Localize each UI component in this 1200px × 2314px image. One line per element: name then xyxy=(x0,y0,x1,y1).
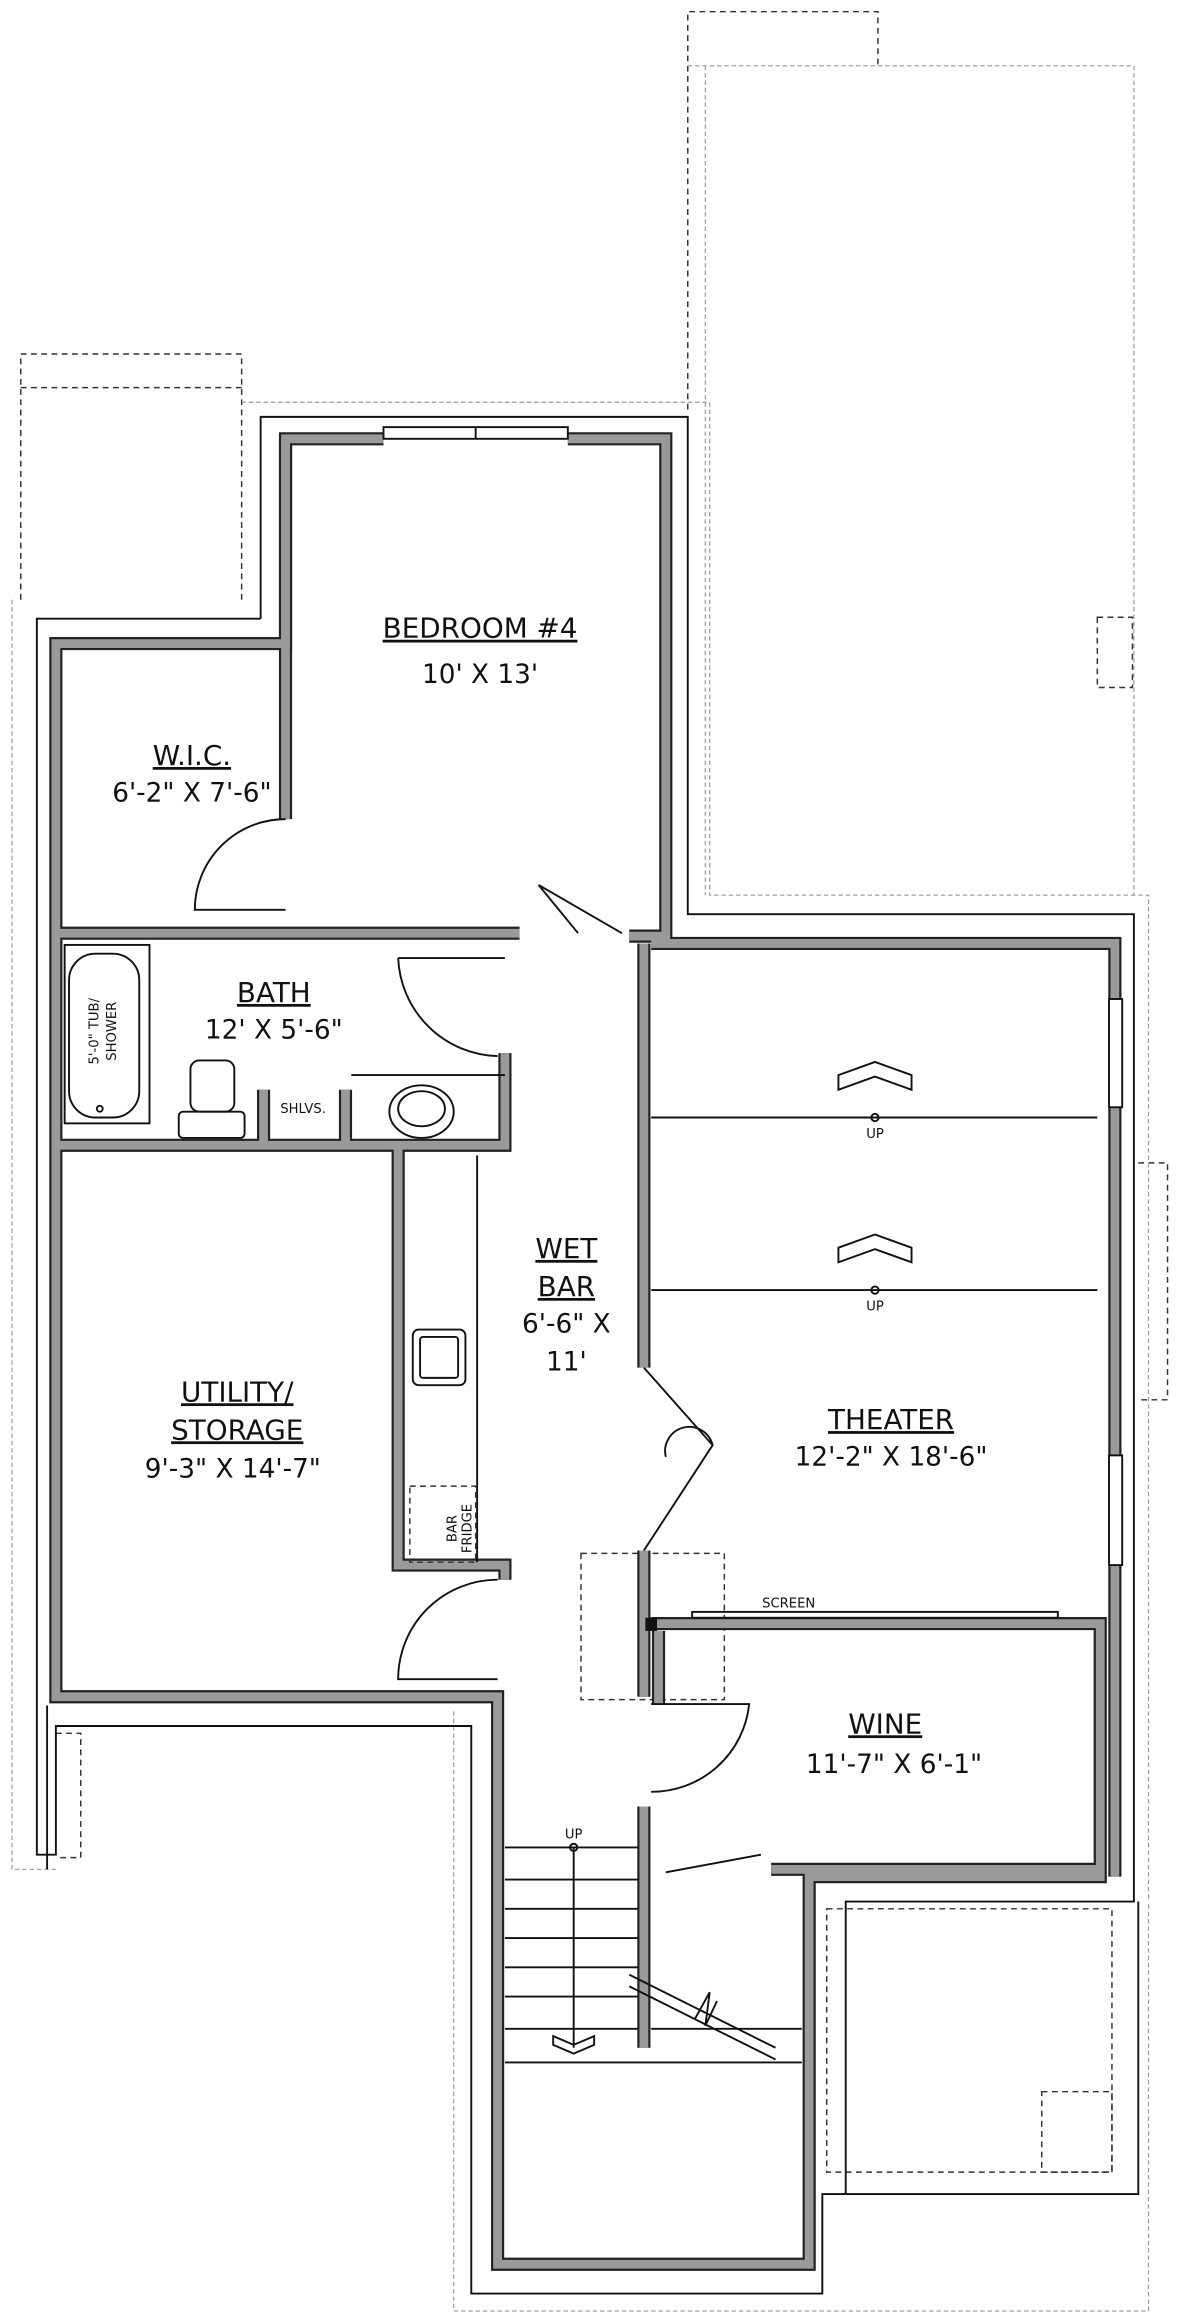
walls xyxy=(49,432,1122,2271)
wic-name: W.I.C. xyxy=(153,739,231,772)
bar-fridge-label-1: BAR xyxy=(446,1515,461,1542)
tub-label-2: SHOWER xyxy=(105,1002,120,1061)
wic-size: 6'-2" X 7'-6" xyxy=(112,779,271,809)
riser-up-label: UP xyxy=(866,1300,884,1315)
windows xyxy=(382,426,1124,1567)
bathtub xyxy=(63,943,151,1125)
utility-name-2: STORAGE xyxy=(171,1413,303,1446)
stairs: UP xyxy=(504,1828,802,2064)
wine-size: 11'-7" X 6'-1" xyxy=(806,1750,982,1780)
up-arrow-icon xyxy=(837,1060,913,1092)
bedroom-size: 10' X 13' xyxy=(422,660,538,690)
bath-sink xyxy=(351,1074,505,1139)
bar-sink xyxy=(411,1328,467,1387)
dashed-outlines xyxy=(11,10,1169,2312)
riser-up-label: UP xyxy=(866,1127,884,1142)
doors xyxy=(193,818,762,1874)
bar-fridge-label-2: FRIDGE xyxy=(460,1504,475,1553)
wine-name: WINE xyxy=(848,1707,922,1740)
foundation xyxy=(35,415,1140,2295)
shelves-label: SHLVS. xyxy=(280,1102,326,1117)
break-line xyxy=(628,1973,776,2061)
stair-up-label: UP xyxy=(565,1828,583,1843)
tub-label-1: 5'-0" TUB/ xyxy=(87,997,102,1064)
utility-size: 9'-3" X 14'-7" xyxy=(145,1454,321,1484)
bath-size: 12' X 5'-6" xyxy=(205,1016,343,1046)
bath-name: BATH xyxy=(237,976,311,1009)
screen-label: SCREEN xyxy=(762,1597,815,1612)
screen xyxy=(691,1610,1059,1619)
room-labels: BEDROOM #4 10' X 13' W.I.C. 6'-2" X 7'-6… xyxy=(112,612,987,1780)
bedroom-name: BEDROOM #4 xyxy=(383,612,578,645)
toilet xyxy=(177,1059,246,1139)
theater-size: 12'-2" X 18'-6" xyxy=(795,1443,988,1473)
theater-name: THEATER xyxy=(827,1403,954,1436)
wet-bar-size-1: 6'-6" X xyxy=(522,1310,611,1340)
up-arrow-icon xyxy=(837,1233,913,1264)
bar-fridge xyxy=(409,1485,477,1563)
wet-bar-size-2: 11' xyxy=(546,1348,587,1378)
fixtures: 5'-0" TUB/ SHOWER SHLVS. BAR FRIDGE SCRE… xyxy=(63,943,1059,1619)
stair-arrow-icon xyxy=(552,2034,596,2055)
theater-risers: UP UP xyxy=(651,1060,1098,1315)
utility-name-1: UTILITY/ xyxy=(181,1375,294,1408)
wet-bar-name-1: WET xyxy=(535,1232,598,1265)
wet-bar-name-2: BAR xyxy=(538,1270,595,1303)
